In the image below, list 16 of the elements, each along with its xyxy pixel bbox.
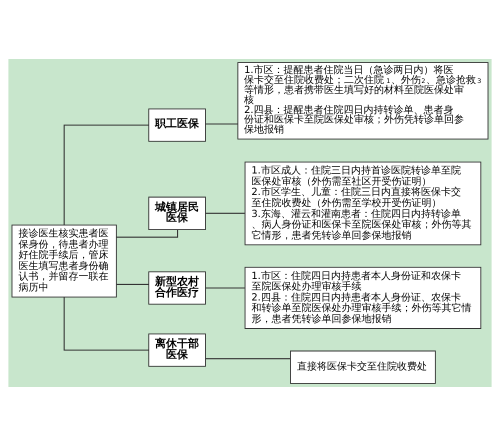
connector xyxy=(206,122,238,124)
node-box: 职工医保 xyxy=(148,108,206,142)
node-box: 城镇居民医保 xyxy=(148,196,206,230)
connector xyxy=(64,124,149,224)
node-box: 直接将医保卡交至住院收费处 xyxy=(290,350,436,384)
node-box: 接诊医生核实患者医保身份，待患者办理好住院手续后，管床医生填写患者身份确认书，并留存一联在病历中 xyxy=(12,224,117,297)
node-box: 离休干部医保 xyxy=(148,332,206,366)
connector xyxy=(206,212,245,214)
connector xyxy=(116,229,178,238)
connector xyxy=(206,286,245,288)
connector xyxy=(116,283,149,284)
node-box: 新型农村合作医疗 xyxy=(148,270,206,304)
connector xyxy=(206,358,290,359)
connector xyxy=(64,296,149,350)
node-box: 1.市区：住院四日内持患者本人身份证和农保卡至院医保处办理审核手续 2.四县：住院四日内持患者本人身份证、农保卡和转诊单至院医保处办理审核手续；外伤等其它情形，患者凭转诊单回参保地报销 xyxy=(244,266,482,328)
node-box: 1.市区成人：住院三日内持首诊医院转诊单至院医保处审核（外伤需至社区开受伤证明） 2.市区学生、儿童：住院三日内直接将医保卡交至住院收费处（外伤需至学校开受伤证明） 3.东海、灌云和灌南患者：住院四日内持转诊单、病人身份证和医保卡至院医保处审核；外伤等其它情形，患者凭转诊单回参保地报销 xyxy=(244,161,482,245)
